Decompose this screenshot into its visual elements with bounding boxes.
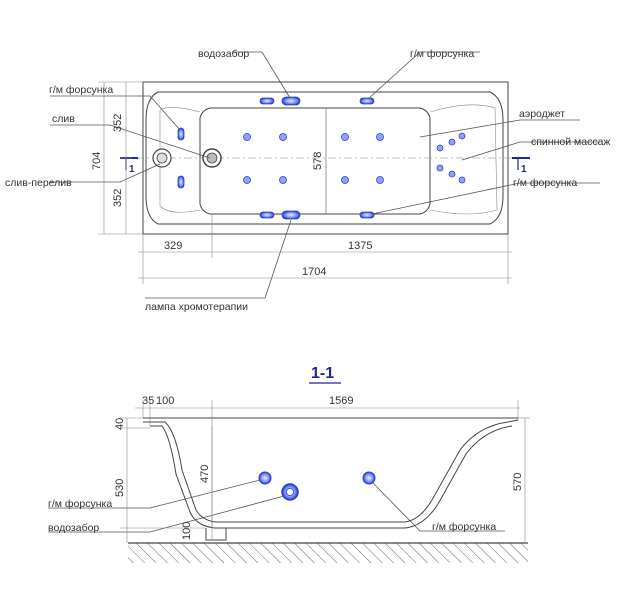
hydro-nozzle-head-top: [177, 127, 185, 141]
hydro-nozzle-top-2: [359, 97, 375, 105]
overflow-drain-inner: [156, 152, 168, 164]
hydro-nozzle-top-1: [259, 97, 275, 105]
hydro-nozzle-head-bottom: [177, 175, 185, 189]
sec-dim-570: 570: [512, 473, 524, 491]
leader-gm-right: [371, 182, 600, 215]
section-label-gm-right: г/м форсунка: [432, 521, 496, 533]
leader-sliv: [50, 124, 211, 159]
top-view: 1 1 водозабор г/м форсунка г/м форсунка …: [5, 48, 610, 313]
dim-578: 578: [312, 152, 324, 170]
section-gm-nozzle-left: [258, 471, 272, 485]
aerojet-8: [376, 176, 384, 184]
aerojet-6: [279, 176, 287, 184]
tub-back-slope: [429, 104, 498, 215]
section-title: 1-1: [311, 365, 334, 382]
section-leader-gm-right: [371, 481, 505, 532]
label-sliv: слив: [52, 113, 75, 125]
spinal-massage-group: [436, 132, 466, 184]
sec-dim-100-bottom: 100: [181, 522, 193, 540]
leader-lamp: [145, 219, 292, 299]
tub-outer-rim: [142, 81, 509, 235]
section-mark-left-label: 1: [129, 164, 135, 175]
aerojet-4: [376, 133, 384, 141]
hydro-nozzle-bottom-1: [259, 211, 275, 219]
leader-aerojet: [419, 119, 580, 138]
aerojet-3: [341, 133, 349, 141]
tub-inner-basin: [145, 91, 504, 225]
section-label-vodozabor: водозабор: [48, 522, 99, 534]
leader-vodozabor: [232, 51, 291, 99]
label-spinal: спинной массаж: [531, 136, 610, 148]
dim-352-bottom: 352: [112, 189, 124, 207]
spinal-massage-jet-4: [436, 164, 444, 172]
dim-704: 704: [91, 152, 103, 170]
dim-329: 329: [164, 240, 182, 252]
label-vodozabor: водозабор: [198, 48, 249, 60]
sec-dim-40: 40: [114, 418, 126, 430]
sec-dim-1569: 1569: [329, 395, 353, 407]
spinal-massage-jet-1: [436, 144, 444, 152]
label-lamp: лампа хромотерапии: [145, 301, 248, 313]
section-water-intake-inner: [286, 488, 294, 496]
chromotherapy-lamp: [281, 210, 301, 220]
sec-dim-530: 530: [114, 479, 126, 497]
sec-dim-100-top: 100: [156, 395, 174, 407]
section-view: 1-1 г/м форсунка водозабор г/м форсунка: [48, 365, 530, 563]
leader-gm-top-right: [367, 51, 480, 100]
spinal-massage-jet-5: [448, 170, 456, 178]
aerojet-1: [243, 133, 251, 141]
aerojet-7: [341, 176, 349, 184]
floor-hatch: [128, 543, 528, 563]
aerojet-5: [243, 176, 251, 184]
section-leader-vodozabor: [48, 495, 285, 533]
dim-1704: 1704: [302, 266, 326, 278]
dim-352-top: 352: [112, 114, 124, 132]
aerojet-2: [279, 133, 287, 141]
tub-section-outer: [143, 419, 519, 523]
tub-section-inner: [150, 425, 513, 529]
drain-inner: [206, 152, 218, 164]
tub-floor: [199, 107, 431, 215]
sec-dim-470: 470: [199, 465, 211, 483]
sec-dim-35: 35: [142, 395, 154, 407]
label-sliv-pereliv: слив-перелив: [5, 177, 72, 189]
section-gm-nozzle-right: [362, 471, 376, 485]
leader-sliv-pereliv: [50, 163, 161, 183]
spinal-massage-jet-6: [458, 176, 466, 184]
leader-gm-top-left: [50, 95, 181, 131]
hydro-nozzle-bottom-2: [359, 211, 375, 219]
spinal-massage-jet-2: [448, 138, 456, 146]
dim-1375: 1375: [348, 240, 372, 252]
aerojet-group: [243, 133, 384, 184]
leader-spinal: [461, 141, 600, 161]
label-gm-right: г/м форсунка: [513, 177, 577, 189]
water-intake-top: [281, 96, 301, 106]
label-gm-top-right: г/м форсунка: [410, 48, 474, 60]
section-label-gm-left: г/м форсунка: [48, 498, 112, 510]
tub-section-foot: [205, 528, 227, 541]
label-gm-top-left: г/м форсунка: [49, 84, 113, 96]
label-aerojet: аэроджет: [519, 108, 565, 120]
spinal-massage-jet-3: [458, 132, 466, 140]
section-mark-right-label: 1: [521, 164, 527, 175]
section-leader-gm-left: [48, 479, 261, 509]
